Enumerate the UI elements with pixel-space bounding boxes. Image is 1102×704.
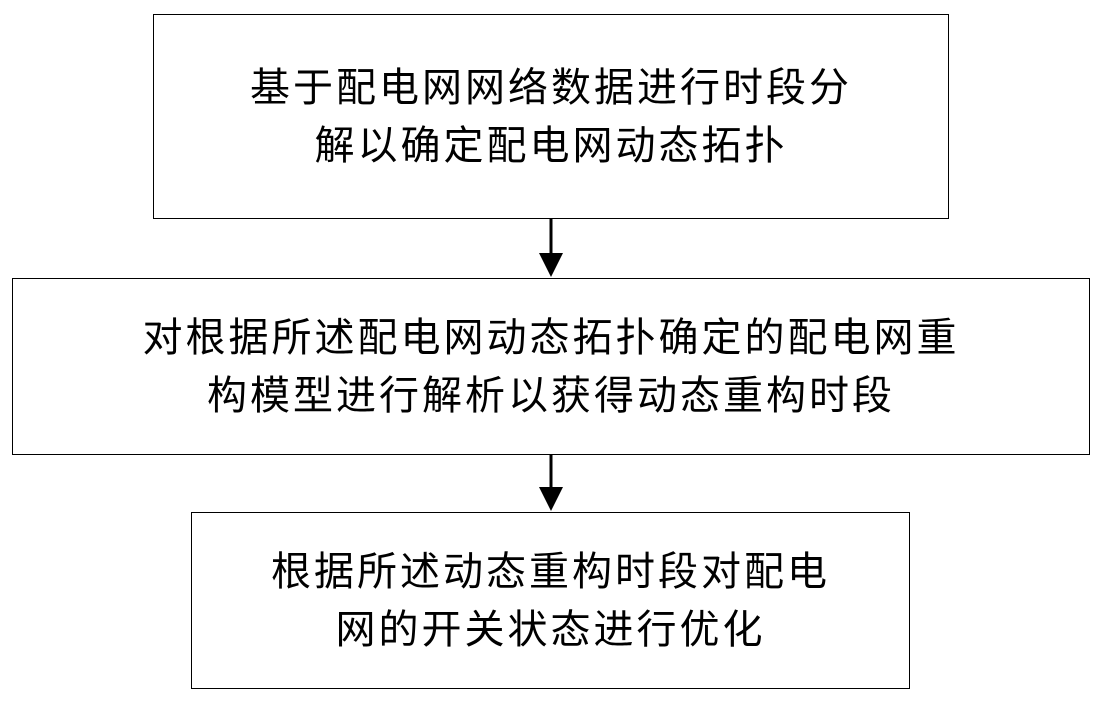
step-3-line-2: 网的开关状态进行优化 xyxy=(335,606,766,653)
step-2-line-2: 构模型进行解析以获得动态重构时段 xyxy=(207,372,895,419)
step-1-box: 基于配电网网络数据进行时段分 解以确定配电网动态拓扑 xyxy=(153,14,949,219)
step-3-box: 根据所述动态重构时段对配电 网的开关状态进行优化 xyxy=(191,512,910,689)
step-1-line-2: 解以确定配电网动态拓扑 xyxy=(314,122,788,169)
step-1-line-1: 基于配电网网络数据进行时段分 xyxy=(250,64,852,111)
step-3-line-1: 根据所述动态重构时段对配电 xyxy=(271,548,830,595)
arrow-1-to-2 xyxy=(539,219,563,277)
arrow-2-to-3 xyxy=(539,455,563,511)
step-2-box: 对根据所述配电网动态拓扑确定的配电网重 构模型进行解析以获得动态重构时段 xyxy=(12,278,1090,455)
step-2-line-1: 对根据所述配电网动态拓扑确定的配电网重 xyxy=(142,314,960,361)
